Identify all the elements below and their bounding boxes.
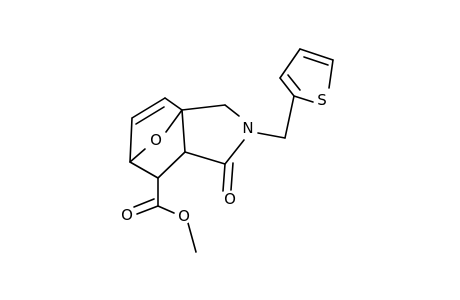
bond-thio-c4-c5-double <box>303 56 329 66</box>
bond-thio-c2-c3 <box>279 77 295 97</box>
bond-ester-c-o-single <box>157 205 175 214</box>
bond-n-ch2-thienyl <box>257 132 286 139</box>
ester-carbonyl-oxygen-label: O <box>121 206 133 224</box>
bond-o-bridge-c7 <box>129 148 146 163</box>
bond-ester-o-methyl <box>187 222 197 253</box>
bond-c1-o-carbonyl <box>222 163 226 192</box>
bond-c6-c5-double <box>135 106 165 125</box>
lactam-carbonyl-oxygen-atom: O <box>222 190 238 208</box>
bond-c8-c3a <box>157 151 186 179</box>
ester-ether-oxygen-label: O <box>178 207 190 225</box>
bond-n-c1 <box>224 139 245 165</box>
ester-carbonyl-oxygen-atom: O <box>119 206 135 224</box>
bond-c1-c3a <box>184 151 226 165</box>
atom-labels: O N O O O S <box>119 91 330 225</box>
bond-c4-o-bridge <box>165 109 183 133</box>
lactam-carbonyl-oxygen-label: O <box>224 190 236 208</box>
ring-oxygen-label: O <box>150 131 162 149</box>
bond-thio-s-c2 <box>293 95 314 103</box>
bond-thio-c4-c5 <box>299 48 334 61</box>
ring-oxygen-atom: O <box>148 131 164 149</box>
bond-thio-c5-s <box>328 59 334 89</box>
bond-c3a-c4 <box>181 109 186 153</box>
ester-ether-oxygen-atom: O <box>176 207 192 225</box>
bond-ester-c-o-double-a <box>136 205 159 215</box>
bond-c7-c8 <box>129 161 159 179</box>
bond-c1-o-carbonyl-double <box>230 162 234 191</box>
thiophene-sulfur-label: S <box>317 91 327 109</box>
bond-thio-c3-c4 <box>279 48 301 79</box>
bond-c6-c5 <box>131 97 166 119</box>
bond-ch2-thiophene <box>284 95 295 139</box>
bond-thio-c2-c3-double <box>287 74 301 91</box>
thiophene-sulfur-atom: S <box>314 91 330 109</box>
bond-c6-c7 <box>129 117 133 163</box>
bond-ch2-n <box>224 104 240 117</box>
lactam-nitrogen-label: N <box>242 119 253 137</box>
lactam-nitrogen-atom: N <box>240 119 256 137</box>
bond-c4-ch2 <box>181 104 226 111</box>
bonds <box>129 48 334 253</box>
bond-c5-c4 <box>164 97 183 111</box>
bond-ester-c-o-double-b <box>133 198 155 208</box>
